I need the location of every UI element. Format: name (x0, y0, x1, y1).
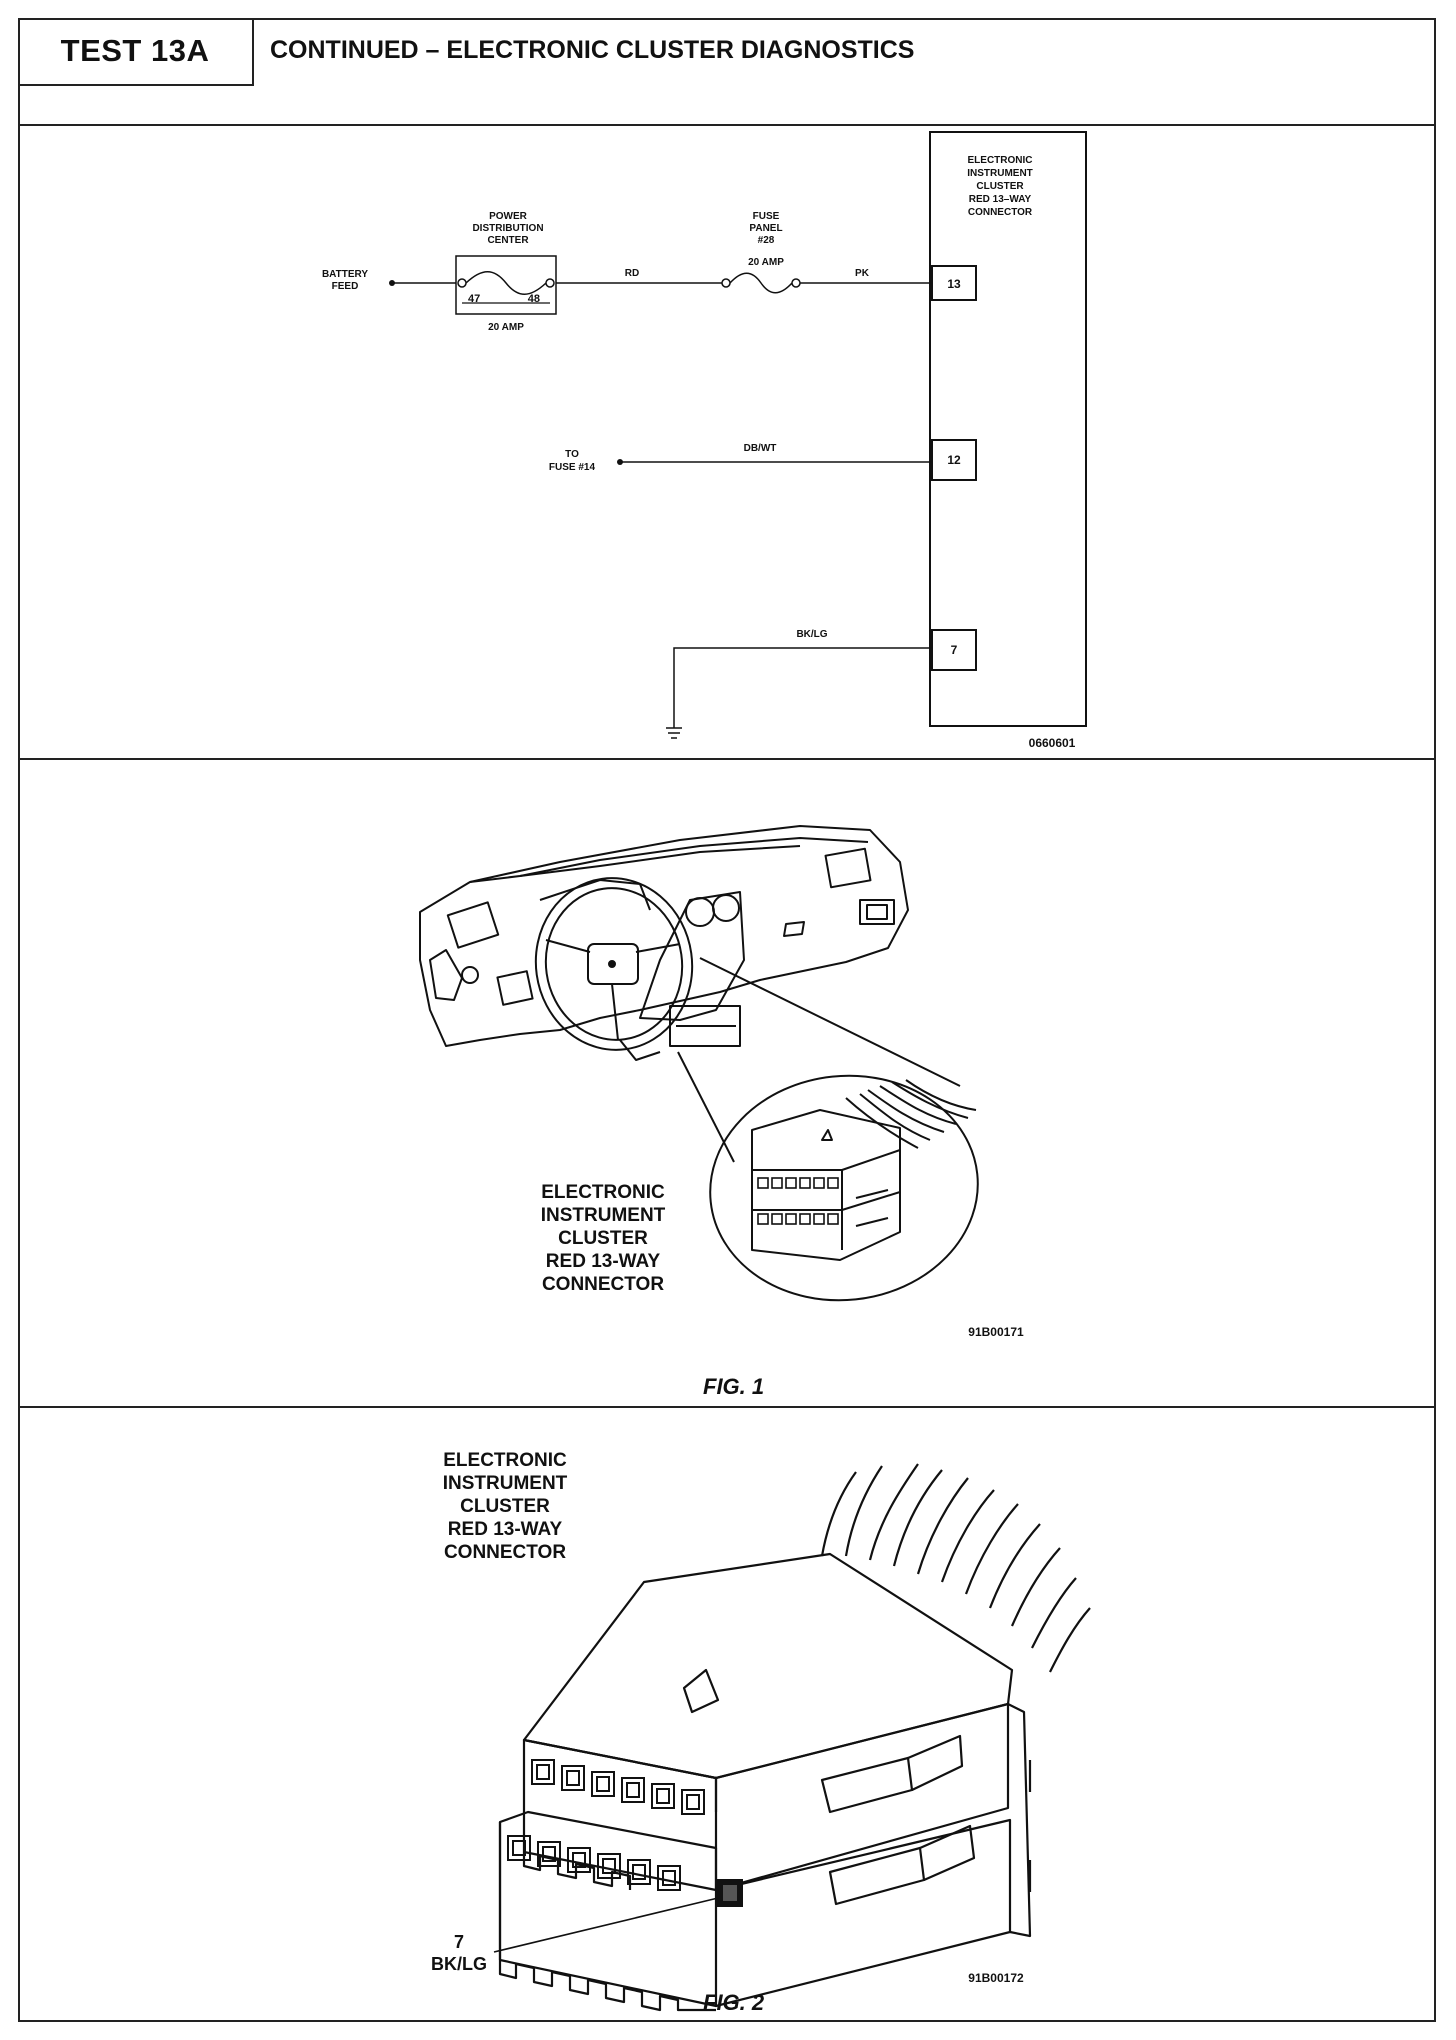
wire-db-wt-label: DB/WT (744, 443, 777, 454)
pin-13-label: 13 (947, 277, 961, 291)
svg-text:BK/LG: BK/LG (431, 1954, 487, 1974)
connector-latch (682, 1668, 720, 1714)
svg-text:FUSE: FUSE (753, 211, 780, 222)
connector-callout-circle (709, 1074, 979, 1302)
test-number-box: TEST 13A (18, 18, 254, 86)
pin-12-label: 12 (947, 453, 961, 467)
svg-text:RED 13-WAY: RED 13-WAY (448, 1519, 563, 1540)
svg-text:TO: TO (565, 449, 579, 460)
svg-text:ELECTRONIC: ELECTRONIC (968, 155, 1033, 166)
battery-feed-label: BATTERY FEED (322, 269, 368, 292)
pin-7-callout: 7 BK/LG (431, 1932, 487, 1974)
side-vent (859, 899, 895, 925)
right-vent (824, 847, 872, 889)
svg-text:7: 7 (454, 1932, 464, 1952)
pdc-box (455, 255, 557, 315)
to-fuse-label: TO FUSE #14 (549, 449, 596, 473)
ground-icon (666, 727, 682, 739)
pdc-label: POWER DISTRIBUTION CENTER (472, 211, 543, 246)
figure-2-code: 91B00172 (968, 1971, 1024, 1985)
figure-1-label: ELECTRONIC INSTRUMENT CLUSTER RED 13-WAY… (541, 1182, 666, 1295)
connector-pin-row-lower (507, 1835, 743, 1907)
svg-text:PANEL: PANEL (749, 223, 782, 234)
pin-7-leader-line (493, 1897, 719, 1953)
pdc-pin-left: 47 (468, 293, 480, 305)
svg-text:ELECTRONIC: ELECTRONIC (541, 1182, 665, 1203)
svg-text:INSTRUMENT: INSTRUMENT (443, 1473, 568, 1494)
svg-text:CONNECTOR: CONNECTOR (444, 1542, 566, 1563)
section-divider (18, 124, 1436, 126)
wiring-schematic: ELECTRONIC INSTRUMENT CLUSTER RED 13–WAY… (322, 131, 1087, 750)
svg-text:RED 13-WAY: RED 13-WAY (546, 1251, 661, 1272)
pdc-rating: 20 AMP (488, 322, 524, 333)
section-divider (18, 1406, 1436, 1408)
pin-12-box (931, 439, 977, 481)
svg-text:POWER: POWER (489, 211, 528, 222)
wire-rd-label: RD (625, 268, 639, 279)
section-divider (18, 758, 1436, 760)
svg-text:#28: #28 (758, 235, 775, 246)
pdc-pin-right: 48 (528, 293, 540, 305)
schematic-code: 0660601 (1029, 736, 1076, 750)
page-title: CONTINUED – ELECTRONIC CLUSTER DIAGNOSTI… (270, 36, 915, 64)
figure-2-connector-illustration: 7 BK/LG ELECTRONIC INSTRUMENT CLUSTER RE… (431, 1450, 1091, 2012)
svg-text:CONNECTOR: CONNECTOR (542, 1274, 664, 1295)
svg-text:20 AMP: 20 AMP (748, 257, 784, 268)
svg-text:BATTERY: BATTERY (322, 269, 368, 280)
svg-text:INSTRUMENT: INSTRUMENT (967, 168, 1033, 179)
figure-2-label: ELECTRONIC INSTRUMENT CLUSTER RED 13-WAY… (443, 1450, 568, 1563)
pin-7-label: 7 (951, 643, 958, 657)
svg-text:INSTRUMENT: INSTRUMENT (541, 1205, 666, 1226)
svg-text:CENTER: CENTER (487, 235, 529, 246)
steering-wheel (534, 877, 694, 1051)
cluster-box (929, 131, 1087, 727)
svg-text:CONNECTOR: CONNECTOR (968, 207, 1033, 218)
svg-text:CLUSTER: CLUSTER (976, 181, 1024, 192)
fuse-panel-label: FUSE PANEL #28 20 AMP (748, 211, 784, 268)
pdc-fuse-symbol (465, 271, 547, 295)
figure-1-caption: FIG. 1 (703, 1374, 765, 1399)
connector-body-small (751, 1109, 901, 1261)
pin-13-box (931, 265, 977, 301)
cluster-label: ELECTRONIC INSTRUMENT CLUSTER RED 13–WAY… (967, 155, 1033, 218)
figure-2-caption: FIG. 2 (703, 1990, 765, 2015)
dashboard-outline (419, 825, 909, 1047)
center-stack (639, 891, 745, 1021)
svg-text:DISTRIBUTION: DISTRIBUTION (472, 223, 543, 234)
connector-pin-row-upper (531, 1759, 705, 1815)
page-frame (18, 18, 1436, 2022)
svg-text:FEED: FEED (332, 281, 359, 292)
wire-pk-label: PK (855, 268, 870, 279)
test-label: TEST 13A (60, 33, 210, 68)
svg-text:CLUSTER: CLUSTER (558, 1228, 648, 1249)
svg-text:ELECTRONIC: ELECTRONIC (443, 1450, 567, 1471)
fuse-panel-fuse-symbol (729, 272, 793, 294)
figure-1-dashboard-illustration: ELECTRONIC INSTRUMENT CLUSTER RED 13-WAY… (419, 825, 1024, 1339)
pin-7-box (931, 629, 977, 671)
svg-text:CLUSTER: CLUSTER (460, 1496, 550, 1517)
figure-1-code: 91B00171 (968, 1325, 1024, 1339)
left-vent (446, 901, 500, 949)
wire-bk-lg-label: BK/LG (796, 629, 827, 640)
svg-text:FUSE #14: FUSE #14 (549, 462, 596, 473)
svg-text:RED 13–WAY: RED 13–WAY (969, 194, 1032, 205)
small-connector-pins (757, 1177, 839, 1225)
